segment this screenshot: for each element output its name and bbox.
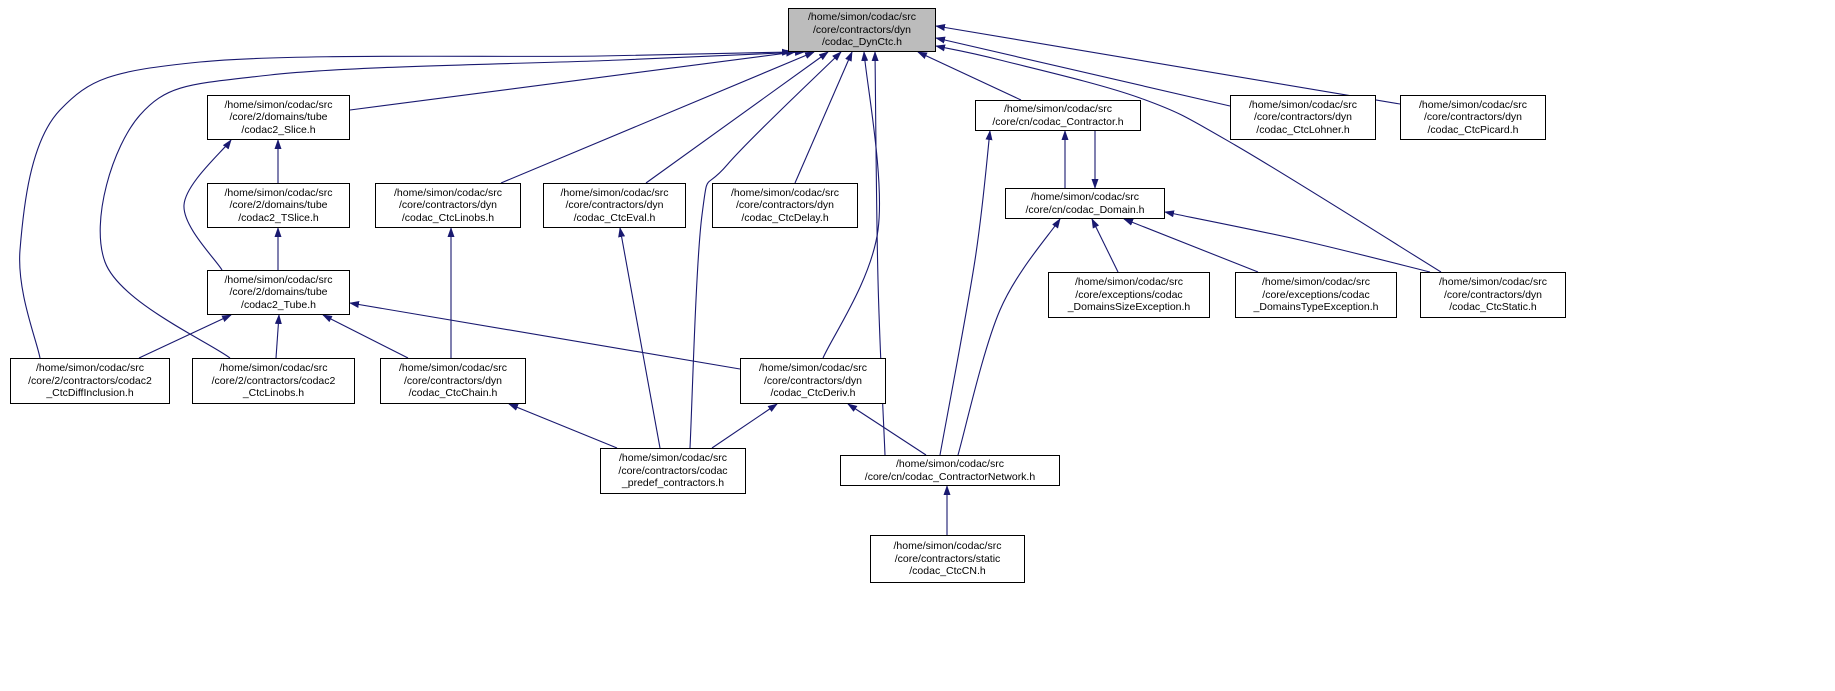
edge-predef-to-ctceval (618, 227, 661, 449)
edge-linobs2-to-tube (274, 314, 282, 359)
node-ctceval[interactable]: /home/simon/codac/src /core/contractors/… (543, 183, 686, 228)
node-predef[interactable]: /home/simon/codac/src /core/contractors/… (600, 448, 746, 494)
node-ctcstatic[interactable]: /home/simon/codac/src /core/contractors/… (1420, 272, 1566, 318)
edge-deriv-to-root (822, 51, 881, 359)
edge-linobs_dyn-to-root (500, 51, 815, 184)
node-slice[interactable]: /home/simon/codac/src /core/2/domains/tu… (207, 95, 350, 140)
node-cn[interactable]: /home/simon/codac/src /core/cn/codac_Con… (840, 455, 1060, 486)
node-ctccn[interactable]: /home/simon/codac/src /core/contractors/… (870, 535, 1025, 583)
node-lohner[interactable]: /home/simon/codac/src /core/contractors/… (1230, 95, 1376, 140)
edge-deriv-to-tube (349, 301, 741, 370)
edge-dse-to-domain (1091, 218, 1119, 273)
edge-linobs2-to-root (99, 48, 805, 359)
edge-cn-to-deriv (847, 403, 927, 456)
edge-cn-to-contractor (939, 130, 993, 456)
edge-chain-to-tube (322, 314, 409, 359)
node-root[interactable]: /home/simon/codac/src /core/contractors/… (788, 8, 936, 52)
edge-lohner-to-root (935, 36, 1231, 107)
node-tslice[interactable]: /home/simon/codac/src /core/2/domains/tu… (207, 183, 350, 228)
edge-ctcstatic-to-root (935, 44, 1442, 273)
node-linobs2[interactable]: /home/simon/codac/src /core/2/contractor… (192, 358, 355, 404)
edge-cn-to-domain (957, 218, 1061, 456)
node-tube[interactable]: /home/simon/codac/src /core/2/domains/tu… (207, 270, 350, 315)
edge-predef-to-deriv (711, 403, 778, 449)
edge-ctcdelay-to-root (794, 51, 853, 184)
edge-ctceval-to-root (645, 51, 829, 184)
node-picard[interactable]: /home/simon/codac/src /core/contractors/… (1400, 95, 1546, 140)
node-contractor[interactable]: /home/simon/codac/src /core/cn/codac_Con… (975, 100, 1141, 131)
edge-ctcstatic-to-domain (1164, 210, 1431, 273)
node-dte[interactable]: /home/simon/codac/src /core/exceptions/c… (1235, 272, 1397, 318)
edge-dte-to-domain (1123, 218, 1259, 273)
edge-cn-to-root (871, 51, 886, 456)
edge-predef-to-root (689, 51, 842, 449)
edge-diffincl-to-tube (138, 314, 232, 359)
edge-predef-to-chain (508, 403, 618, 449)
node-diffincl[interactable]: /home/simon/codac/src /core/2/contractor… (10, 358, 170, 404)
edge-diffincl-to-root (19, 48, 792, 359)
node-domain[interactable]: /home/simon/codac/src /core/cn/codac_Dom… (1005, 188, 1165, 219)
node-deriv[interactable]: /home/simon/codac/src /core/contractors/… (740, 358, 886, 404)
node-dse[interactable]: /home/simon/codac/src /core/exceptions/c… (1048, 272, 1210, 318)
edge-picard-to-root (935, 24, 1401, 105)
node-chain[interactable]: /home/simon/codac/src /core/contractors/… (380, 358, 526, 404)
node-linobs_dyn[interactable]: /home/simon/codac/src /core/contractors/… (375, 183, 521, 228)
edge-contractor-to-root (917, 51, 1022, 101)
edge-slice-to-root (349, 49, 796, 111)
edge-tube-to-slice (183, 139, 232, 271)
node-ctcdelay[interactable]: /home/simon/codac/src /core/contractors/… (712, 183, 858, 228)
